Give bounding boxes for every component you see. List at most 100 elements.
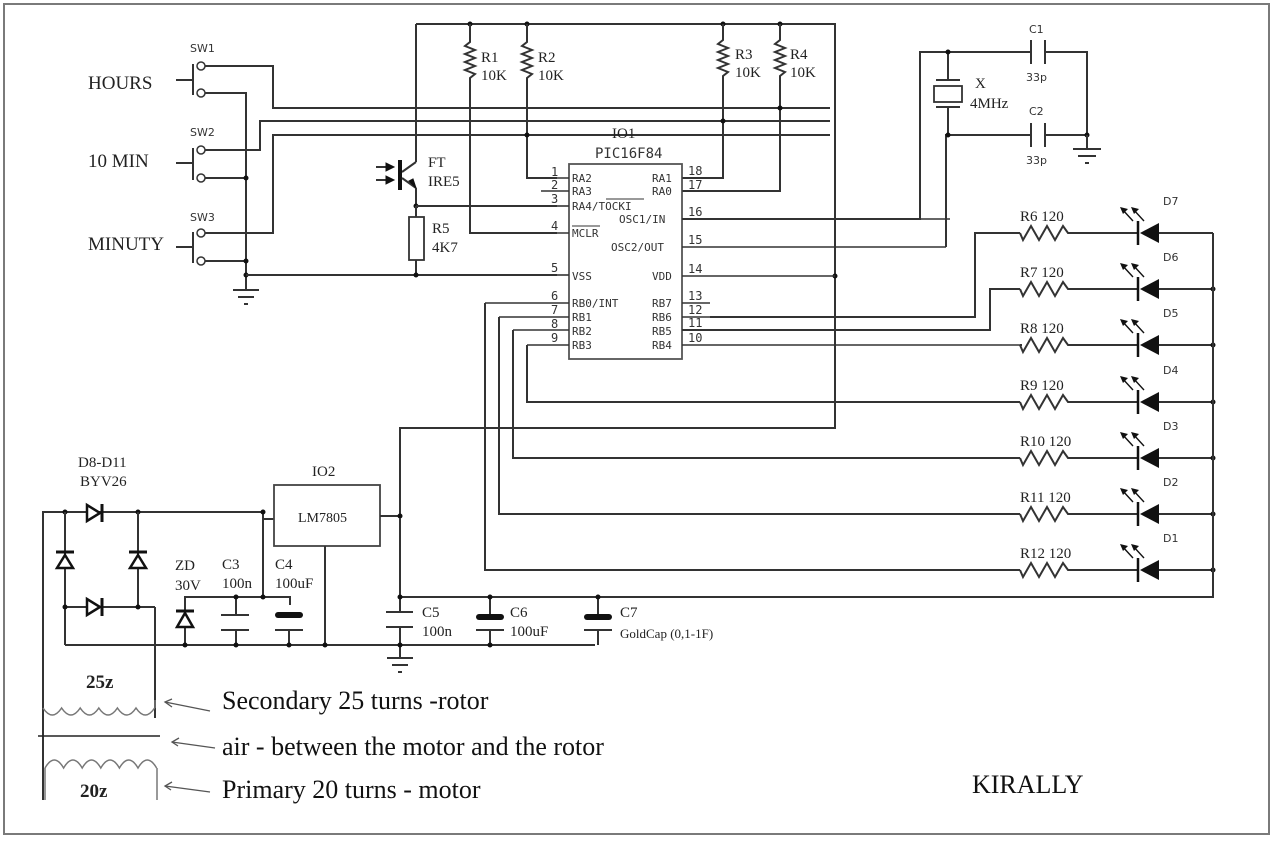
pin-num: 2 xyxy=(551,178,558,192)
crystal-oscillator: X 4MHz C1 33p C2 33p xyxy=(682,23,1101,247)
led-diode-label: D1 xyxy=(1163,532,1178,545)
sw1-ref: SW1 xyxy=(190,42,215,55)
pin-name: RB2 xyxy=(572,325,592,338)
regulator-ref: IO2 xyxy=(312,464,335,480)
sw1-function-label: HOURS xyxy=(88,73,152,94)
capacitor-c5: C5 100n xyxy=(386,518,453,673)
resistor-r2: R2 10K xyxy=(519,24,564,179)
led-resistor-label: R6 120 xyxy=(1020,209,1064,225)
led-resistor-label: R10 120 xyxy=(1020,434,1071,450)
led-resistor xyxy=(1019,448,1138,468)
sw3-function-label: MINUTY xyxy=(88,234,164,255)
bridge-rectifier: D8-D11 BYV26 xyxy=(42,455,598,800)
secondary-turns-label: 25z xyxy=(86,672,114,693)
c4-ref: C4 xyxy=(275,557,293,573)
r3-value: 10K xyxy=(735,65,761,81)
led-diode xyxy=(1140,223,1159,243)
c2-ref: C2 xyxy=(1029,105,1044,118)
ft-part: IRE5 xyxy=(428,174,460,190)
capacitor-c3: C3 100n xyxy=(221,557,253,648)
led-row: R11 120 D2 xyxy=(1019,476,1216,526)
ft-ref: FT xyxy=(428,155,446,171)
led-resistor xyxy=(1019,392,1138,412)
pin-name: RA1 xyxy=(652,172,672,185)
pin-name: RB3 xyxy=(572,339,592,352)
led-diode xyxy=(1140,279,1159,299)
c5-value: 100n xyxy=(422,624,453,640)
secondary-coil: 25z xyxy=(42,672,156,716)
pin-num: 7 xyxy=(551,303,558,317)
r2-value: 10K xyxy=(538,68,564,84)
pin-name: OSC2/OUT xyxy=(611,241,664,254)
resistor-r3: R3 10K xyxy=(683,24,761,179)
resistor-r4: R4 10K xyxy=(683,24,816,192)
author-label: KIRALLY xyxy=(972,770,1084,799)
led-resistor xyxy=(1019,504,1138,524)
c5-ref: C5 xyxy=(422,605,440,621)
led-resistor xyxy=(1019,335,1138,355)
pin-name: RB7 xyxy=(652,297,672,310)
r5-value: 4K7 xyxy=(432,240,458,256)
led-routing xyxy=(400,232,1214,598)
pin-num: 6 xyxy=(551,289,558,303)
pin-name: RB6 xyxy=(652,311,672,324)
zener-ref: ZD xyxy=(175,558,195,574)
pin-num: 17 xyxy=(688,178,702,192)
c7-value: GoldCap (0,1-1F) xyxy=(620,626,713,641)
capacitor-c7: C7 GoldCap (0,1-1F) xyxy=(584,594,713,645)
pin-name: RB1 xyxy=(572,311,592,324)
c4-value: 100uF xyxy=(275,576,313,592)
r1-value: 10K xyxy=(481,68,507,84)
primary-coil: 20z xyxy=(44,759,158,802)
pin-name: MCLR xyxy=(572,227,599,240)
led-diode xyxy=(1140,392,1159,412)
c3-ref: C3 xyxy=(222,557,240,573)
pin-name: RA2 xyxy=(572,172,592,185)
pin-num: 11 xyxy=(688,316,702,330)
pin-num: 12 xyxy=(688,303,702,317)
r3-ref: R3 xyxy=(735,47,753,63)
c2-value: 33p xyxy=(1026,154,1047,167)
pin-num: 9 xyxy=(551,331,558,345)
mcu-part: PIC16F84 xyxy=(595,146,662,162)
led-resistor-label: R11 120 xyxy=(1020,490,1071,506)
pin-num: 3 xyxy=(551,192,558,206)
r5-ref: R5 xyxy=(432,221,450,237)
led-diode xyxy=(1140,448,1159,468)
pin-num: 15 xyxy=(688,233,702,247)
pin-num: 10 xyxy=(688,331,702,345)
c1-ref: C1 xyxy=(1029,23,1044,36)
pin-num: 5 xyxy=(551,261,558,275)
vdd-rail xyxy=(399,21,838,518)
led-resistor xyxy=(1019,560,1138,580)
sw2-function-label: 10 MIN xyxy=(88,151,149,172)
c3-value: 100n xyxy=(222,576,253,592)
phototransistor-ft: FT IRE5 xyxy=(376,24,557,209)
regulator-io2: IO2 LM7805 xyxy=(273,464,403,648)
c7-ref: C7 xyxy=(620,605,638,621)
sw2-ref: SW2 xyxy=(190,126,215,139)
schematic-frame xyxy=(3,3,1270,835)
led-diode xyxy=(1140,335,1159,355)
led-diode xyxy=(1140,504,1159,524)
r4-ref: R4 xyxy=(790,47,808,63)
led-diode-label: D2 xyxy=(1163,476,1178,489)
switch-sw2: SW2 10 MIN xyxy=(88,126,215,183)
pin-num: 14 xyxy=(688,262,702,276)
led-row: R6 120 D7 xyxy=(1019,195,1213,245)
pin-name: RB0/INT xyxy=(572,297,619,310)
c1-value: 33p xyxy=(1026,71,1047,84)
air-gap-note: air - between the motor and the rotor xyxy=(222,732,604,761)
pin-name: RB4 xyxy=(652,339,672,352)
led-resistor-label: R8 120 xyxy=(1020,321,1064,337)
led-diode xyxy=(1140,560,1159,580)
led-resistor-label: R7 120 xyxy=(1020,265,1064,281)
coil-annotations: Secondary 25 turns -rotor air - between … xyxy=(163,686,604,804)
pin-name: VDD xyxy=(652,270,672,283)
led-diode-label: D7 xyxy=(1163,195,1178,208)
regulator-part: LM7805 xyxy=(298,511,347,526)
led-resistor-label: R12 120 xyxy=(1020,546,1071,562)
